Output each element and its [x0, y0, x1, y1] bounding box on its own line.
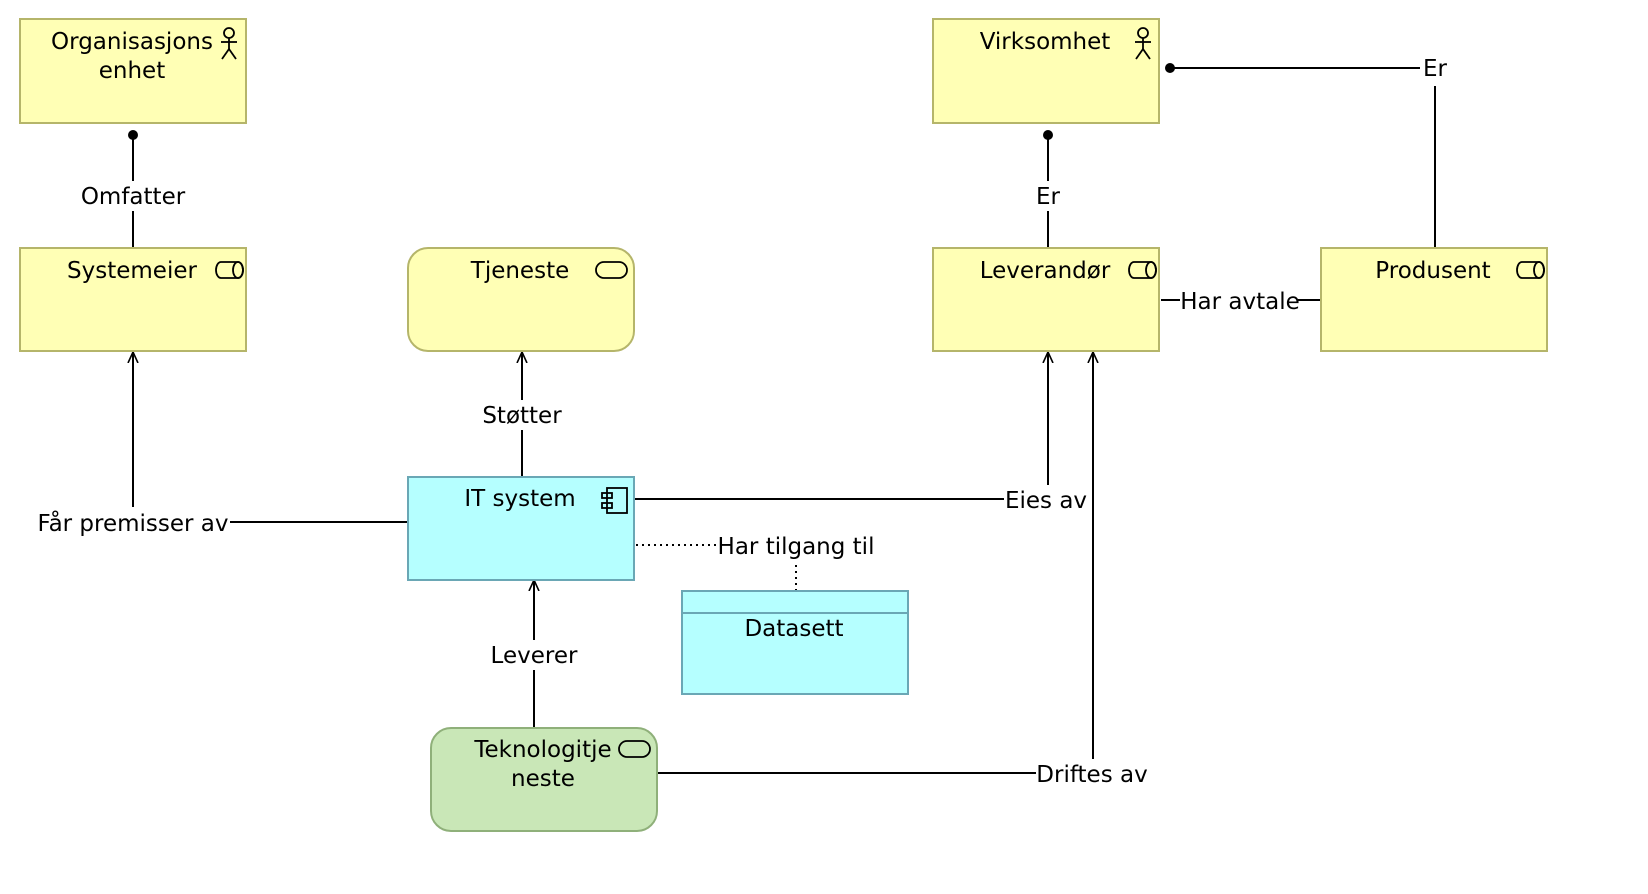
role-icon [215, 261, 244, 279]
node-tjeneste[interactable]: Tjeneste [407, 247, 635, 352]
edge-leverer[interactable]: Leverer [488, 580, 580, 728]
edge-er-produsent[interactable]: Er [1165, 56, 1452, 263]
node-title-tjeneste: Tjeneste [470, 258, 569, 284]
edge-label-leverer: Leverer [491, 643, 578, 669]
node-datasett[interactable]: Datasett [681, 590, 909, 695]
node-title-teknologitjeneste-line1: Teknologitje [473, 737, 611, 763]
node-title-teknologitjeneste-line2: neste [511, 766, 575, 792]
node-title-it-system: IT system [464, 486, 575, 512]
node-organisasjonsenhet[interactable]: Organisasjons enhet [19, 18, 247, 124]
node-title-organisasjonsenhet-line2: enhet [99, 58, 165, 84]
node-title-systemeier: Systemeier [67, 258, 197, 284]
edge-eies-av[interactable]: Eies av [635, 352, 1090, 515]
edge-far-premisser-av[interactable]: Får premisser av [36, 352, 408, 537]
edge-stotter[interactable]: Støtter [482, 352, 564, 476]
edge-label-eies-av: Eies av [1005, 488, 1087, 514]
node-it-system[interactable]: IT system [407, 476, 635, 581]
edge-label-har-tilgang-til: Har tilgang til [718, 534, 875, 560]
edge-label-er-leverandor: Er [1036, 184, 1061, 210]
node-title-leverandor: Leverandør [980, 258, 1111, 284]
edge-label-far-premisser-av: Får premisser av [37, 509, 228, 537]
edge-omfatter[interactable]: Omfatter [81, 130, 186, 263]
edge-label-driftes-av: Driftes av [1036, 762, 1147, 788]
node-produsent[interactable]: Produsent [1320, 247, 1548, 352]
node-title-organisasjonsenhet-line1: Organisasjons [51, 29, 213, 55]
role-icon [1516, 261, 1545, 279]
node-title-datasett: Datasett [744, 616, 843, 642]
service-icon [618, 740, 651, 758]
node-teknologitjeneste[interactable]: Teknologitje neste [430, 727, 658, 832]
actor-icon [221, 27, 237, 60]
service-icon [595, 261, 628, 279]
role-icon [1128, 261, 1157, 279]
node-systemeier[interactable]: Systemeier [19, 247, 247, 352]
node-virksomhet[interactable]: Virksomhet [932, 18, 1160, 124]
edge-driftes-av[interactable]: Driftes av [658, 352, 1148, 789]
edge-label-er-produsent: Er [1423, 56, 1448, 82]
edge-label-stotter: Støtter [482, 403, 562, 429]
node-leverandor[interactable]: Leverandør [932, 247, 1160, 352]
edge-har-avtale[interactable]: Har avtale [1161, 286, 1322, 316]
component-icon [601, 487, 628, 514]
node-title-virksomhet: Virksomhet [980, 29, 1111, 55]
node-title-produsent: Produsent [1375, 258, 1490, 284]
edge-er-leverandor[interactable]: Er [1032, 130, 1064, 263]
edge-har-tilgang-til[interactable]: Har tilgang til [636, 531, 876, 591]
actor-icon [1135, 27, 1151, 60]
edge-label-har-avtale: Har avtale [1180, 289, 1300, 315]
edge-label-omfatter: Omfatter [81, 184, 186, 210]
